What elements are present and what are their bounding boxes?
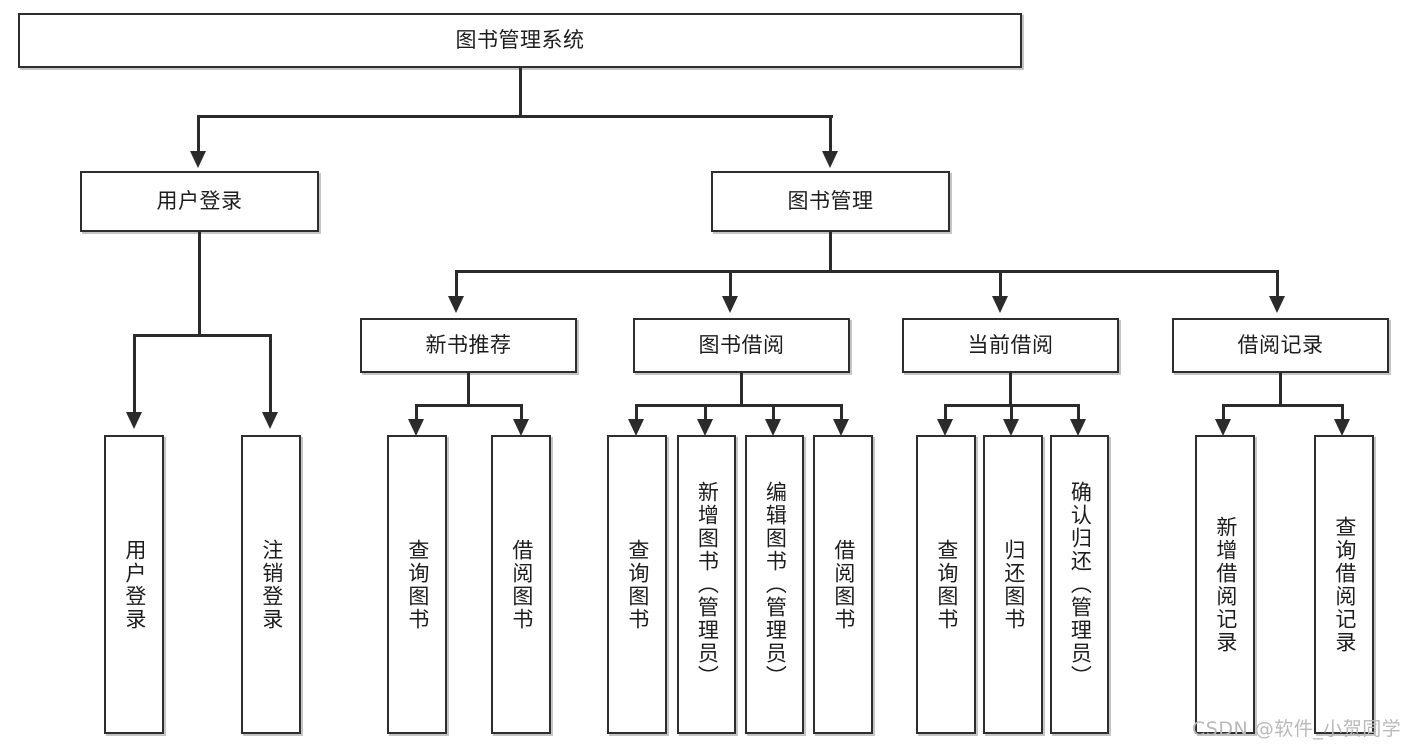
connector-user-login-stem [198,232,201,336]
node-current-borrow-label: 当前借阅 [967,332,1054,357]
node-user-login-label: 用户登录 [156,188,243,213]
connector-borrow-drop-3 [772,404,775,422]
arrow-to-borrow-record [1269,296,1285,313]
node-new-book-recommend-label: 新书推荐 [425,332,512,357]
connector-record-stem [1279,373,1282,406]
connector-record-drop-2 [1341,404,1344,422]
node-book-borrow[interactable]: 图书借阅 [633,318,850,373]
arrow-to-leaf-borrow-4 [833,419,849,436]
node-borrow-record-label: 借阅记录 [1237,332,1324,357]
connector-borrow-drop-1 [635,404,638,422]
arrow-to-new-book-recommend [448,296,464,313]
node-leaf-record-add[interactable]: 新增借阅记录 [1195,435,1255,734]
node-leaf-borrow-query-book-label: 查询图书 [625,538,650,631]
connector-user-login-bar [133,334,272,337]
arrow-to-book-manage [822,151,838,168]
connector-borrow-drop-2 [704,404,707,422]
connector-recommend-bar [415,404,523,407]
node-leaf-borrow-borrow-book[interactable]: 借阅图书 [813,435,873,734]
node-leaf-borrow-edit-book-label: 编辑图书（管理员） [763,481,788,688]
node-borrow-record[interactable]: 借阅记录 [1172,318,1389,373]
connector-recommend-drop-2 [520,404,523,422]
connector-current-stem [1009,373,1012,406]
arrow-to-leaf-record-2 [1334,419,1350,436]
node-user-login[interactable]: 用户登录 [80,171,319,232]
node-leaf-borrow-edit-book[interactable]: 编辑图书（管理员） [745,435,804,734]
connector-book-manage-drop-3 [999,270,1002,298]
connector-current-drop-1 [944,404,947,422]
connector-book-manage-drop-2 [729,270,732,298]
node-leaf-current-return-book[interactable]: 归还图书 [983,435,1043,734]
node-root-system[interactable]: 图书管理系统 [18,13,1022,68]
connector-root-bar [197,115,833,118]
node-current-borrow[interactable]: 当前借阅 [902,318,1119,373]
node-leaf-current-confirm-return-label: 确认归还（管理员） [1068,481,1093,688]
connector-borrow-stem [740,373,743,406]
connector-borrow-drop-4 [840,404,843,422]
connector-book-manage-stem [829,232,832,273]
connector-user-login-drop-1 [133,334,136,414]
arrow-to-leaf-user-login-2 [262,412,278,429]
node-new-book-recommend[interactable]: 新书推荐 [360,318,577,373]
connector-root-drop-right [829,115,832,153]
node-leaf-recommend-query-book-label: 查询图书 [405,538,430,631]
node-leaf-user-login[interactable]: 用户登录 [104,435,164,734]
node-leaf-borrow-borrow-book-label: 借阅图书 [831,538,856,631]
connector-book-manage-drop-4 [1276,270,1279,298]
arrow-to-leaf-borrow-2 [697,419,713,436]
arrow-to-leaf-user-login-1 [126,412,142,429]
arrow-to-leaf-recommend-2 [513,419,529,436]
connector-book-manage-bar [455,270,1279,273]
arrow-to-leaf-record-1 [1215,419,1231,436]
connector-recommend-drop-1 [415,404,418,422]
node-book-manage-label: 图书管理 [787,188,874,213]
node-leaf-borrow-query-book[interactable]: 查询图书 [607,435,667,734]
arrow-to-leaf-current-1 [937,419,953,436]
node-leaf-recommend-borrow-book[interactable]: 借阅图书 [491,435,551,734]
node-leaf-logout-label: 注销登录 [259,538,284,631]
node-leaf-current-confirm-return[interactable]: 确认归还（管理员） [1050,435,1109,734]
node-leaf-record-query[interactable]: 查询借阅记录 [1314,435,1374,734]
node-book-manage[interactable]: 图书管理 [711,171,950,232]
arrow-to-leaf-borrow-3 [765,419,781,436]
node-leaf-user-login-label: 用户登录 [122,538,147,631]
node-leaf-current-query-book[interactable]: 查询图书 [916,435,976,734]
connector-root-drop-left [197,115,200,153]
connector-root-stem [519,68,522,117]
connector-borrow-bar [635,404,842,407]
node-leaf-recommend-borrow-book-label: 借阅图书 [509,538,534,631]
connector-user-login-drop-2 [269,334,272,414]
connector-book-manage-drop-1 [455,270,458,298]
arrow-to-leaf-borrow-1 [628,419,644,436]
node-book-borrow-label: 图书借阅 [698,332,785,357]
arrow-to-user-login [190,151,206,168]
node-leaf-record-query-label: 查询借阅记录 [1332,515,1357,654]
node-leaf-current-return-book-label: 归还图书 [1001,538,1026,631]
node-leaf-recommend-query-book[interactable]: 查询图书 [387,435,447,734]
node-root-system-label: 图书管理系统 [455,27,585,52]
arrow-to-leaf-current-3 [1070,419,1086,436]
connector-record-drop-1 [1222,404,1225,422]
connector-record-bar [1222,404,1344,407]
node-leaf-borrow-add-book[interactable]: 新增图书（管理员） [677,435,736,734]
arrow-to-current-borrow [992,296,1008,313]
csdn-watermark: CSDN @软件_小贺同学 [1192,718,1402,740]
connector-current-drop-2 [1010,404,1013,422]
arrow-to-leaf-current-2 [1003,419,1019,436]
node-leaf-borrow-add-book-label: 新增图书（管理员） [695,481,720,688]
arrow-to-book-borrow [722,296,738,313]
node-leaf-logout[interactable]: 注销登录 [241,435,301,734]
node-leaf-record-add-label: 新增借阅记录 [1213,515,1238,654]
connector-current-drop-3 [1077,404,1080,422]
connector-recommend-stem [467,373,470,406]
arrow-to-leaf-recommend-1 [408,419,424,436]
node-leaf-current-query-book-label: 查询图书 [934,538,959,631]
